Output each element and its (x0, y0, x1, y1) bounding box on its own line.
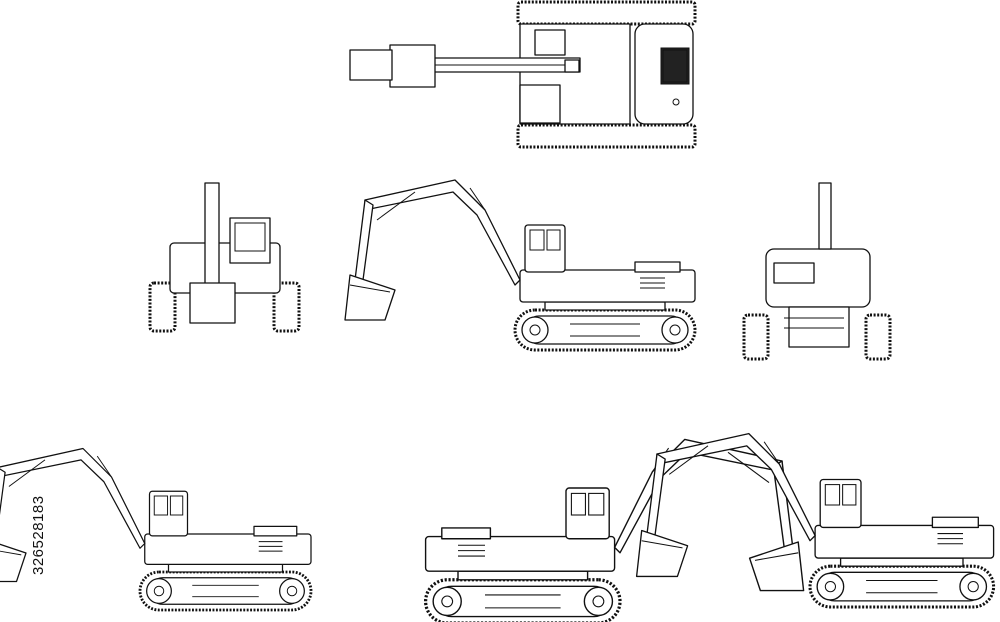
rear-view-excavator (742, 182, 892, 361)
perspective-excavator-right (635, 432, 996, 609)
stock-id-label: 326528183 (10, 385, 47, 575)
side-view-excavator (343, 178, 697, 352)
perspective-excavator-middle (423, 437, 806, 622)
stock-id-text: 326528183 (30, 495, 47, 575)
front-view-excavator (148, 181, 301, 333)
top-view-excavator (349, 0, 697, 149)
